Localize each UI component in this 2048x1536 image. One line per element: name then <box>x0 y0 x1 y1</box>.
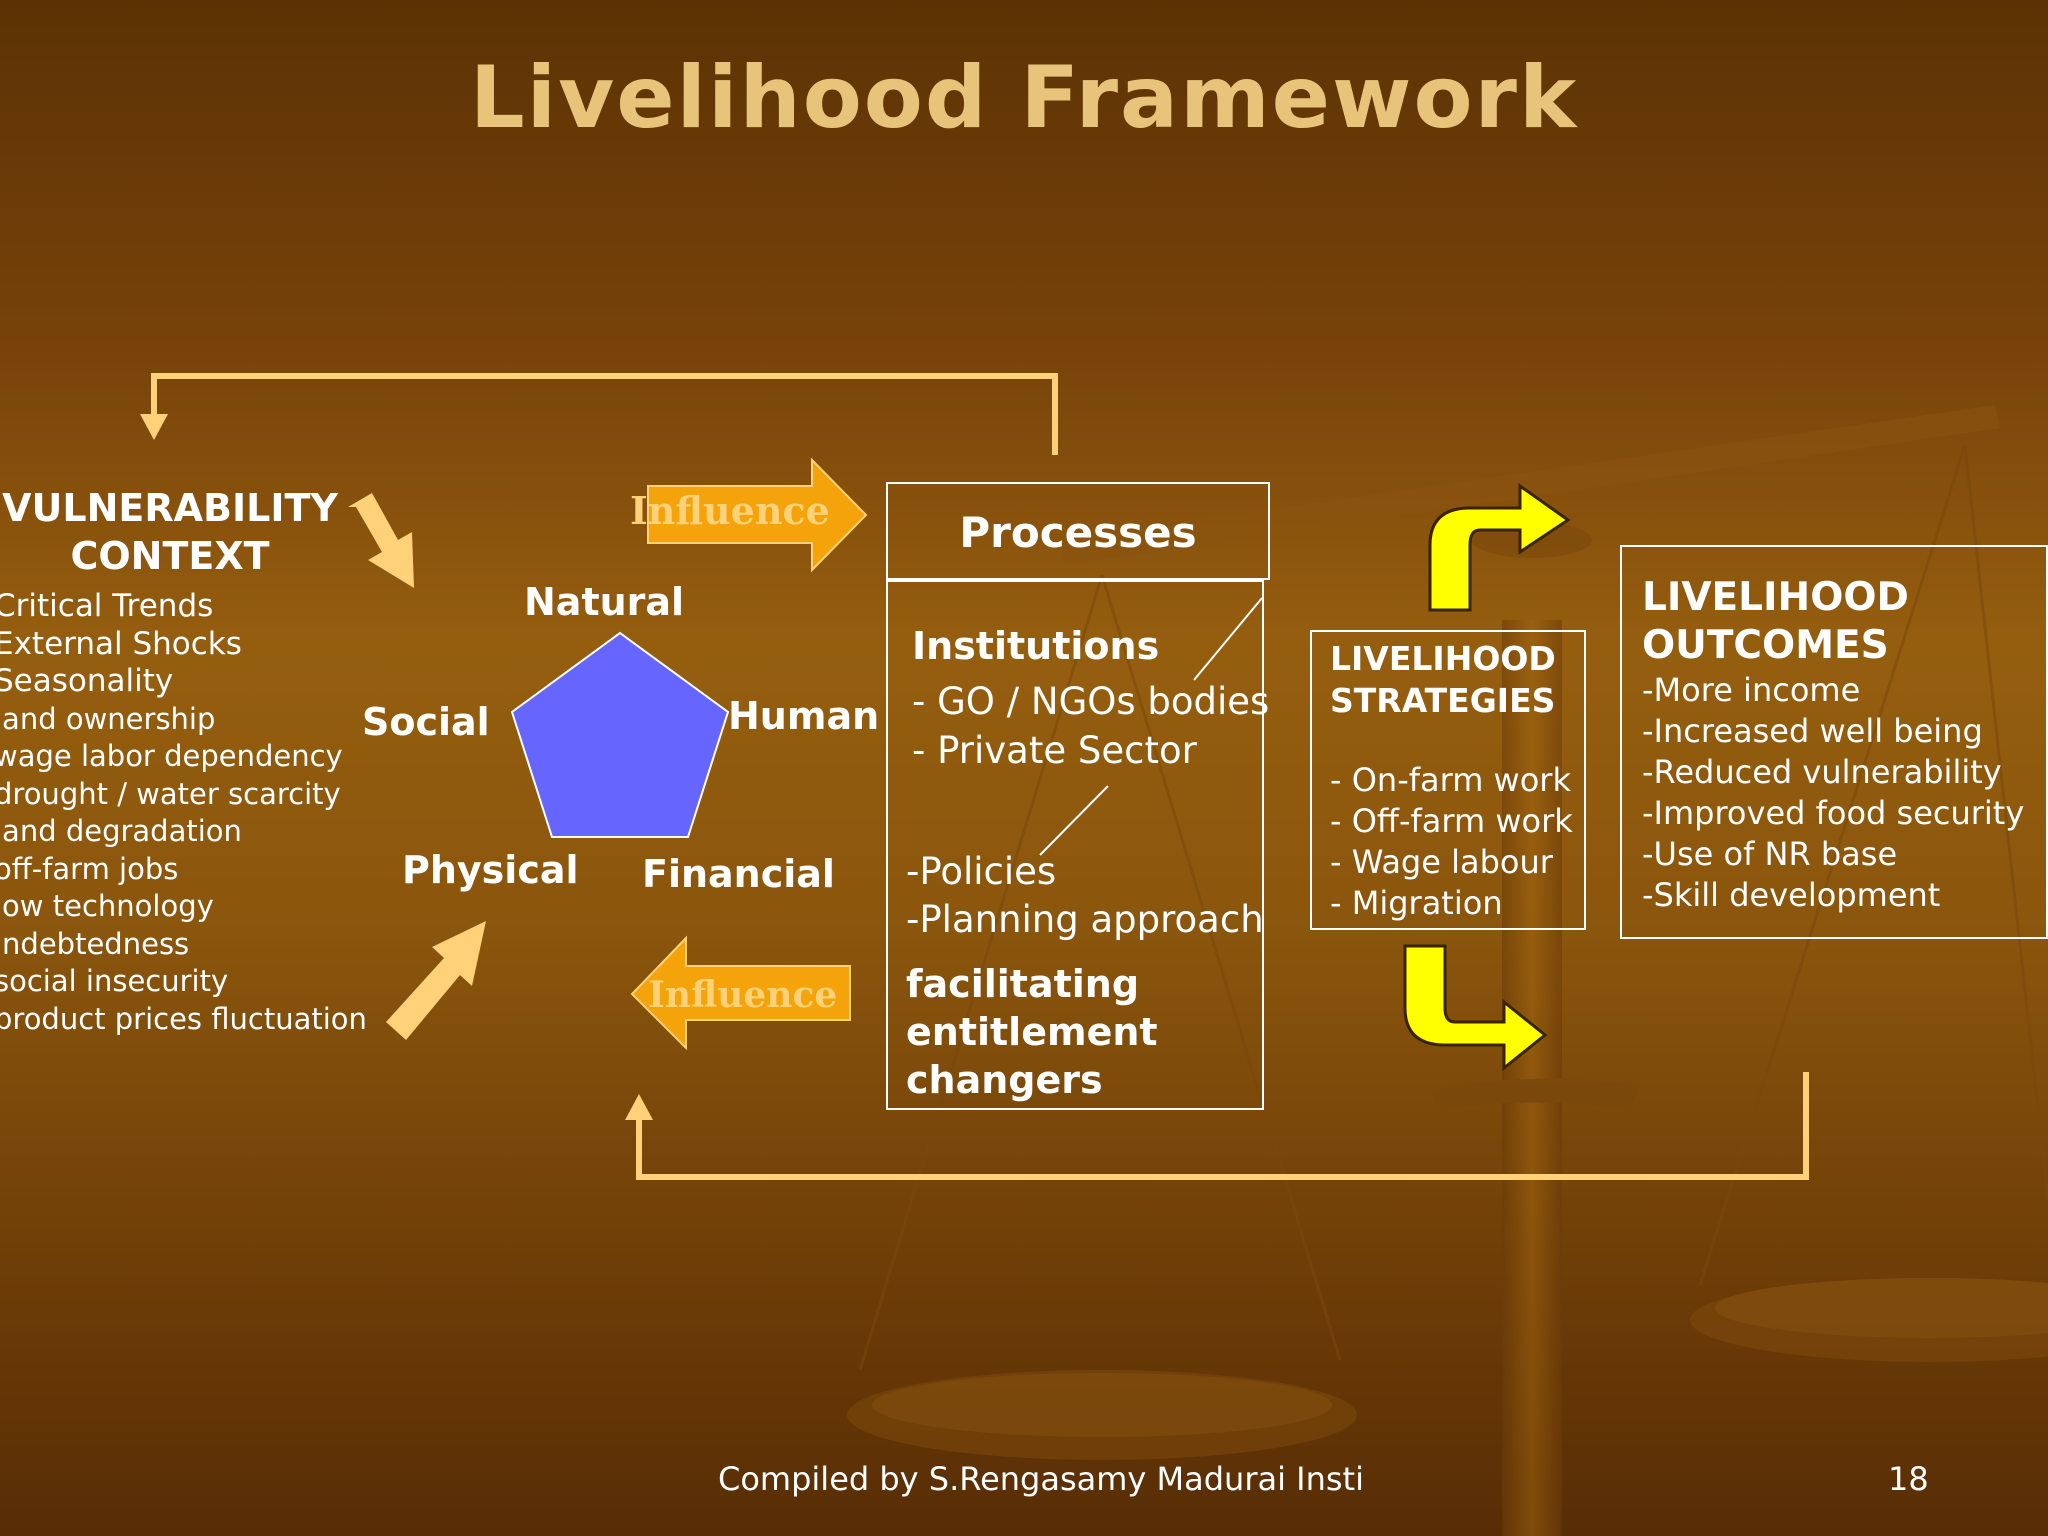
feedback-line-bottom <box>625 1072 1809 1180</box>
facilitating-text: facilitating entitlement changers <box>906 960 1158 1104</box>
strategies-heading-line1: LIVELIHOOD <box>1330 639 1556 678</box>
influence-label-bottom: Influence <box>648 974 838 1016</box>
outcomes-heading-line1: LIVELIHOOD <box>1642 575 1909 620</box>
list-item: - On-farm work <box>1330 761 1571 799</box>
processes-private-line: - Private Sector <box>912 729 1197 772</box>
outcomes-heading: LIVELIHOOD OUTCOMES <box>1642 574 1909 670</box>
list-item: -Increased well being <box>1642 712 1983 750</box>
facilitating-line3: changers <box>906 1058 1103 1102</box>
slide-title: Livelihood Framework <box>469 48 1579 148</box>
facilitating-line1: facilitating <box>906 962 1140 1006</box>
list-item: drought / water scarcity <box>0 776 341 811</box>
list-item: land ownership <box>0 701 216 736</box>
list-item: Critical Trends <box>0 588 214 624</box>
list-item: social insecurity <box>0 964 229 998</box>
asset-physical-label: Physical <box>402 848 579 892</box>
processes-planning-line: -Planning approach <box>906 898 1264 941</box>
influence-arrow-left <box>630 935 851 1051</box>
vulnerability-heading: VULNERABILITY CONTEXT <box>0 484 340 580</box>
asset-financial-label: Financial <box>642 852 835 896</box>
outcomes-heading-line2: OUTCOMES <box>1642 623 1889 668</box>
vulnerability-list: Critical Trends External Shocks Seasonal… <box>0 588 374 1038</box>
strategies-heading-line2: STRATEGIES <box>1330 681 1556 720</box>
list-item: -Reduced vulnerability <box>1642 753 2002 791</box>
institutions-heading: Institutions <box>912 624 1160 668</box>
outcomes-list: -More income -Increased well being -Redu… <box>1642 670 2024 916</box>
processes-body-box <box>886 580 1264 1110</box>
list-item: -Use of NR base <box>1642 835 1898 873</box>
processes-policies-line: -Policies <box>906 850 1057 893</box>
footer-credit: Compiled by S.Rengasamy Madurai Insti <box>718 1460 1364 1498</box>
list-item: wage labor dependency <box>0 739 343 773</box>
page-number: 18 <box>1888 1460 1929 1498</box>
list-item: indebtedness <box>0 926 190 961</box>
list-item: - Off-farm work <box>1330 802 1573 840</box>
strategy-arrow-up <box>1428 483 1571 612</box>
vulnerability-heading-line1: VULNERABILITY <box>2 486 338 530</box>
strategies-box <box>1310 630 1586 930</box>
list-item: off-farm jobs <box>0 851 179 886</box>
assets-pentagon <box>510 631 730 838</box>
vulnerability-heading-line2: CONTEXT <box>70 534 270 578</box>
arrow-vulnerability-to-assets <box>348 493 414 588</box>
list-item: - Wage labour <box>1330 843 1553 881</box>
feedback-line-top <box>140 373 1058 455</box>
facilitating-line2: entitlement <box>906 1010 1158 1054</box>
asset-human-label: Human <box>728 694 880 738</box>
list-item: land degradation <box>0 814 242 848</box>
list-item: External Shocks <box>0 625 242 662</box>
connector-line-upper <box>1193 597 1263 681</box>
influence-arrow-right <box>647 457 868 573</box>
list-item: low technology <box>0 889 214 923</box>
asset-natural-label: Natural <box>524 580 685 624</box>
strategies-list: - On-farm work - Off-farm work - Wage la… <box>1330 760 1573 924</box>
list-item: -Skill development <box>1642 876 1941 914</box>
strategies-heading: LIVELIHOOD STRATEGIES <box>1330 638 1556 722</box>
influence-label-top: Influence <box>630 488 830 533</box>
outcomes-box <box>1620 545 2048 939</box>
strategy-arrow-down <box>1403 944 1548 1072</box>
processes-header-box: Processes <box>886 482 1270 580</box>
list-item: product prices fluctuation <box>0 1001 367 1036</box>
list-item: - Migration <box>1330 884 1503 922</box>
list-item: -Improved food security <box>1642 794 2025 832</box>
arrow-into-assets <box>386 921 486 1040</box>
processes-heading: Processes <box>959 508 1197 557</box>
asset-social-label: Social <box>362 700 490 744</box>
connector-line-lower <box>1039 785 1109 856</box>
list-item: Seasonality <box>0 663 174 699</box>
processes-go-line: - GO / NGOs bodies <box>912 680 1270 723</box>
balance-scale-icon <box>847 405 2048 1536</box>
list-item: -More income <box>1642 671 1861 709</box>
